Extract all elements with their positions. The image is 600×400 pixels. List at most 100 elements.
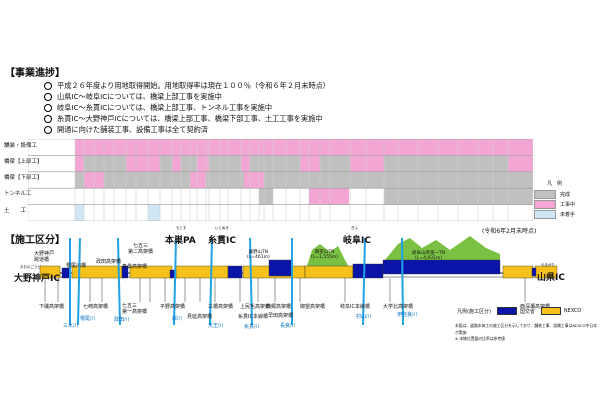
legend-label: 工事中 — [560, 201, 576, 208]
row-label-paving: 舗装・設備工 — [4, 143, 38, 149]
ic-furigana: ぎふ — [351, 226, 358, 230]
gantt-bar-complete — [209, 155, 241, 172]
gantt-bar-in-progress — [350, 155, 384, 172]
gantt-bar-complete — [508, 171, 533, 189]
gantt-bar-in-progress — [508, 155, 533, 172]
ic-label-yamagata: 山県IC — [537, 273, 565, 283]
structure-label: 平野高架橋 — [160, 304, 186, 310]
gantt-bar-complete — [206, 171, 244, 189]
mountain-shape — [305, 244, 352, 272]
legend-item-in-progress: 工事中 — [534, 199, 575, 209]
structure-label: 大学北高架橋 — [383, 304, 414, 310]
gantt-bar-complete — [384, 188, 533, 205]
section-legend: 凡例(施工区分) 国交省 NEXCO — [457, 307, 581, 315]
nexco-section — [39, 265, 61, 279]
nexco-section — [175, 265, 229, 279]
gantt-bar-complete — [250, 155, 264, 172]
gantt-bar-complete — [181, 155, 197, 172]
structure-label: 下磯高架橋 — [39, 304, 65, 310]
legend-swatch-mlit — [496, 307, 517, 315]
gantt-bar-in-progress — [190, 171, 206, 189]
gantt-bar-complete — [160, 171, 190, 189]
tunnel-label: 御望山TN(L=1,555m) — [311, 250, 339, 260]
circle-icon — [44, 103, 52, 112]
river-line — [362, 237, 366, 326]
pa-label-motosu: 本巣PA — [165, 236, 196, 246]
gantt-bar-complete — [264, 171, 350, 189]
river-label: 伊自良川 — [397, 312, 418, 318]
structure-label: 西郷高架橋 — [266, 304, 292, 310]
river-line — [77, 237, 81, 326]
nexco-section — [502, 265, 534, 279]
gantt-bar-in-progress — [75, 155, 84, 172]
structure-label: 早田高架橋 — [268, 313, 294, 319]
legend-label-mlit: 国交省 — [519, 308, 535, 315]
section-legend-title: 凡例(施工区分) — [457, 308, 491, 315]
structure-label: 西深瀬高架橋 — [520, 304, 551, 310]
river-line — [173, 237, 177, 326]
legend-item-complete: 完成 — [534, 189, 575, 199]
gantt-bar-not-started — [75, 204, 84, 221]
bullet-text: 糸貫IC～大野神戸ICについては、橋梁上部工事、橋梁下部工事、土工工事を実施中 — [57, 114, 323, 123]
row-label-tunnel: トンネル工 — [4, 191, 32, 197]
ic-label-gifu: 岐阜IC — [343, 236, 371, 246]
river-label: 根尾川 — [80, 316, 96, 322]
ic-furigana: いとぬき — [215, 226, 229, 230]
structure-label: 上尻毛高架橋 — [240, 304, 271, 310]
structure-label: 御望高架橋 — [300, 304, 326, 310]
river-line — [249, 237, 253, 326]
gantt-bar-in-progress — [126, 155, 160, 172]
gantt-bar-complete — [320, 155, 350, 172]
mlit-section — [268, 259, 292, 277]
legend-label: 未着手 — [560, 211, 576, 218]
legend-label: 完成 — [560, 191, 571, 198]
legend-swatch — [534, 199, 556, 209]
river-label: 天王川 — [208, 323, 224, 329]
bullet-item: 平成２６年度より用地取得開始。用地取得率は現在１００％（令和６年２月末時点） — [44, 80, 330, 91]
gantt-bar-complete — [259, 188, 273, 205]
bullet-text: 開通に向けた舗装工事、設備工事は全て契約済 — [57, 125, 208, 134]
structure-label: 見延高架橋 — [187, 314, 213, 320]
structure-label: 糸貫IC本線橋 — [238, 314, 268, 320]
mountain-shape — [385, 236, 500, 260]
gantt-bar-in-progress — [172, 155, 181, 172]
gantt-bar-complete — [264, 155, 300, 172]
gantt-bar-in-progress — [241, 155, 250, 172]
mlit-section — [531, 267, 537, 277]
bullet-item: 糸貫IC～大野神戸ICについては、橋梁上部工事、橋梁下部工事、土工工事を実施中 — [44, 113, 330, 124]
mlit-section — [121, 265, 129, 279]
circle-icon — [44, 114, 52, 123]
bullet-text: 平成２６年度より用地取得開始。用地取得率は現在１００％（令和６年２月末時点） — [57, 81, 330, 90]
bullet-text: 山県IC～岐阜ICについては、橋梁上部工事を実施中 — [57, 92, 222, 101]
legend-title: 凡 例 — [547, 181, 563, 187]
row-label-bridge-lower: 橋梁【下部工】 — [4, 175, 43, 181]
nexco-section — [304, 265, 354, 279]
structure-label: 根尾川橋 — [66, 263, 87, 269]
legend-label-nexco: NEXCO — [563, 308, 582, 314]
row-label-earthwork: 土 工 — [4, 208, 27, 214]
gantt-bar-in-progress — [300, 155, 320, 172]
route-map — [39, 236, 558, 326]
footnote: 本図は、道路本体工の施工区分を示しており、舗装工事、設備工事はNEXCO中日本が… — [455, 323, 597, 335]
river-label: 犀川 — [172, 316, 183, 322]
progress-section-title: 【事業進捗】 — [5, 68, 65, 79]
gantt-bar-complete — [84, 155, 126, 172]
gantt-bar-complete — [75, 171, 84, 189]
legend-swatch-nexco — [540, 307, 561, 315]
bullet-item: 岐阜IC～糸貫ICについては、橋梁上部工事、トンネル工事を実施中 — [44, 102, 330, 113]
circle-icon — [44, 81, 52, 90]
tunnel-label: 岐阜山県第一TN(L=4,931m) — [412, 251, 446, 261]
ic-furigana: もとす — [176, 226, 187, 230]
legend-swatch — [534, 209, 556, 219]
footnotes: 本図は、道路本体工の施工区分を示しており、舗装工事、設備工事はNEXCO中日本が… — [455, 323, 600, 343]
mlit-section — [352, 263, 384, 279]
structure-label: 七崎高架橋 — [83, 304, 109, 310]
gantt-bar-complete — [350, 171, 384, 189]
footnote: ※ 本線位置図の比率は参考値 — [455, 336, 505, 341]
progress-bullets: 平成２６年度より用地取得開始。用地取得率は現在１００％（令和６年２月末時点） 山… — [44, 80, 330, 135]
river-label: 糸貫川 — [244, 324, 260, 330]
circle-icon — [44, 125, 52, 134]
ic-label-ono-godo: 大野神戸IC — [14, 274, 60, 284]
date-note: (令和6年2月末時点) — [482, 228, 537, 235]
tunnel-label: 粟野山TN(L=461m) — [247, 250, 270, 260]
